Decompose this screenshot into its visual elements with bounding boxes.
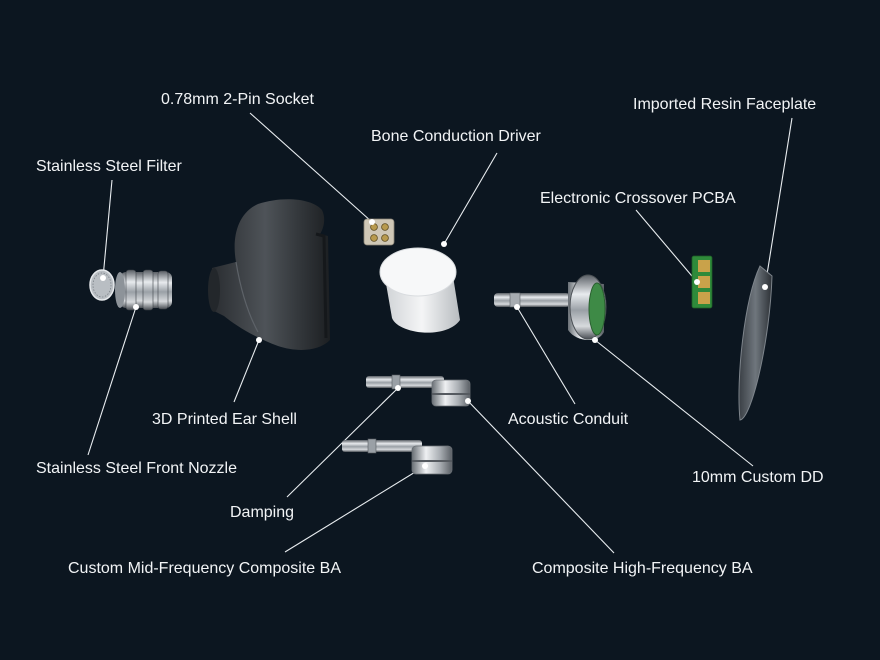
leader-endpoints [100, 219, 768, 469]
custom-mid-frequency-composite-ba [342, 438, 453, 475]
label-acoustic-conduit: Acoustic Conduit [508, 411, 629, 428]
label-custom-dd: 10mm Custom DD [692, 469, 824, 486]
label-faceplate: Imported Resin Faceplate [633, 96, 817, 113]
label-high-ba: Composite High-Frequency BA [532, 560, 753, 577]
leader-mid-ba [284, 465, 426, 553]
label-crossover: Electronic Crossover PCBA [540, 190, 736, 207]
leader-crossover [635, 209, 698, 283]
2-pin-socket [363, 218, 395, 246]
10mm-custom-dd [568, 274, 607, 341]
leader-ear-shell [233, 339, 260, 403]
acoustic-conduit [494, 292, 570, 308]
leader-front-nozzle [87, 306, 137, 456]
imported-resin-faceplate [738, 265, 773, 421]
label-damping: Damping [230, 504, 295, 521]
label-pin-socket: 0.78mm 2-Pin Socket [161, 91, 314, 108]
leader-faceplate [764, 117, 793, 288]
leader-high-ba [467, 400, 615, 554]
stainless-steel-front-nozzle [115, 269, 172, 311]
bone-conduction-driver [379, 247, 460, 333]
label-bone-driver: Bone Conduction Driver [371, 128, 541, 145]
leader-bone-driver [443, 152, 498, 245]
leader-filter [102, 179, 113, 279]
label-front-nozzle: Stainless Steel Front Nozzle [36, 460, 237, 477]
3d-printed-ear-shell [208, 199, 330, 350]
composite-high-frequency-ba [366, 374, 471, 407]
leader-custom-dd [594, 339, 754, 467]
label-mid-ba: Custom Mid-Frequency Composite BA [68, 560, 341, 577]
stainless-steel-filter [89, 269, 115, 301]
leader-pin-socket [249, 112, 373, 223]
leader-acoustic-conduit [516, 306, 576, 405]
leader-lines [87, 112, 793, 554]
label-ear-shell: 3D Printed Ear Shell [152, 411, 297, 428]
label-filter: Stainless Steel Filter [36, 158, 182, 175]
electronic-crossover-pcba [691, 255, 713, 309]
